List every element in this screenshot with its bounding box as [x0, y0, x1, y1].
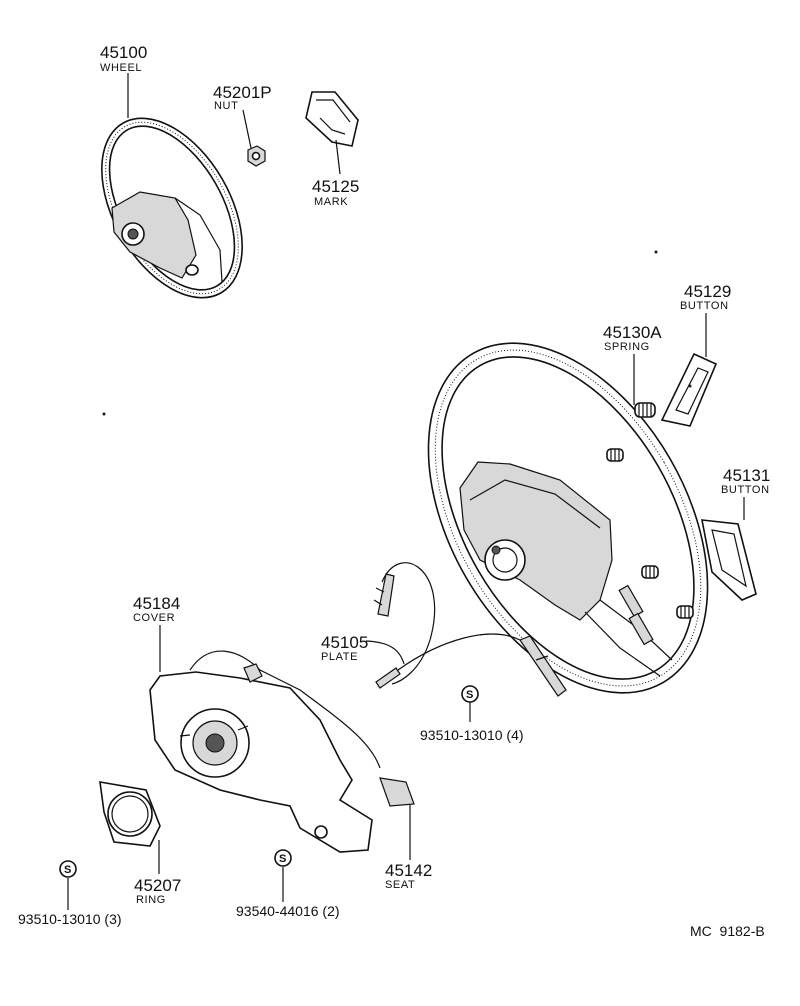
cover-drawing: [149, 650, 415, 853]
ring-drawing: [99, 781, 161, 847]
fastener-part-number: 93510-13010 (3): [18, 911, 122, 927]
button-lower-drawing: [701, 519, 757, 601]
cover-part-name: COVER: [133, 612, 175, 624]
fastener-part-number: 93510-13010 (4): [420, 727, 524, 743]
ring-part-name: RING: [136, 894, 166, 906]
fastener-symbol-2: S: [274, 849, 292, 867]
fastener-symbol-3: S: [59, 860, 77, 878]
mark-part-name: MARK: [314, 196, 348, 208]
spring-drawings: [606, 402, 694, 619]
seat-part-name: SEAT: [385, 879, 415, 891]
nut-part-number: 45201P: [213, 83, 272, 102]
diagram-code: MC 9182-B: [690, 923, 765, 939]
button-upper-part-name: BUTTON: [680, 300, 729, 312]
plate-part-name: PLATE: [321, 651, 358, 663]
nut-part-name: NUT: [214, 100, 238, 112]
fastener-symbol-letter: S: [279, 853, 286, 865]
wheel-part-name: WHEEL: [100, 62, 142, 74]
nut-drawing: [247, 145, 266, 167]
mark-drawing: [305, 91, 359, 147]
cover-part-number: 45184: [133, 594, 180, 613]
leader-lines: [67, 73, 745, 910]
fastener-part-number: 93540-44016 (2): [236, 903, 340, 919]
fastener-symbol-letter: S: [64, 864, 71, 876]
wheel-small-drawing: [101, 117, 243, 299]
button-upper-part-number: 45129: [684, 282, 731, 301]
button-lower-part-name: BUTTON: [721, 484, 770, 496]
spring-part-number: 45130A: [603, 323, 662, 342]
button-lower-part-number: 45131: [723, 466, 770, 485]
plate-drawing: [373, 562, 567, 697]
seat-part-number: 45142: [385, 861, 432, 880]
spring-part-name: SPRING: [604, 341, 650, 353]
button-upper-drawing: [660, 352, 718, 427]
plate-part-number: 45105: [321, 633, 368, 652]
fastener-symbol-letter: S: [466, 689, 473, 701]
wheel-part-number: 45100: [100, 43, 147, 62]
wheel-large-drawing: [427, 342, 709, 694]
ring-part-number: 45207: [134, 876, 181, 895]
fastener-symbol-1: S: [461, 685, 479, 703]
mark-part-number: 45125: [312, 177, 359, 196]
